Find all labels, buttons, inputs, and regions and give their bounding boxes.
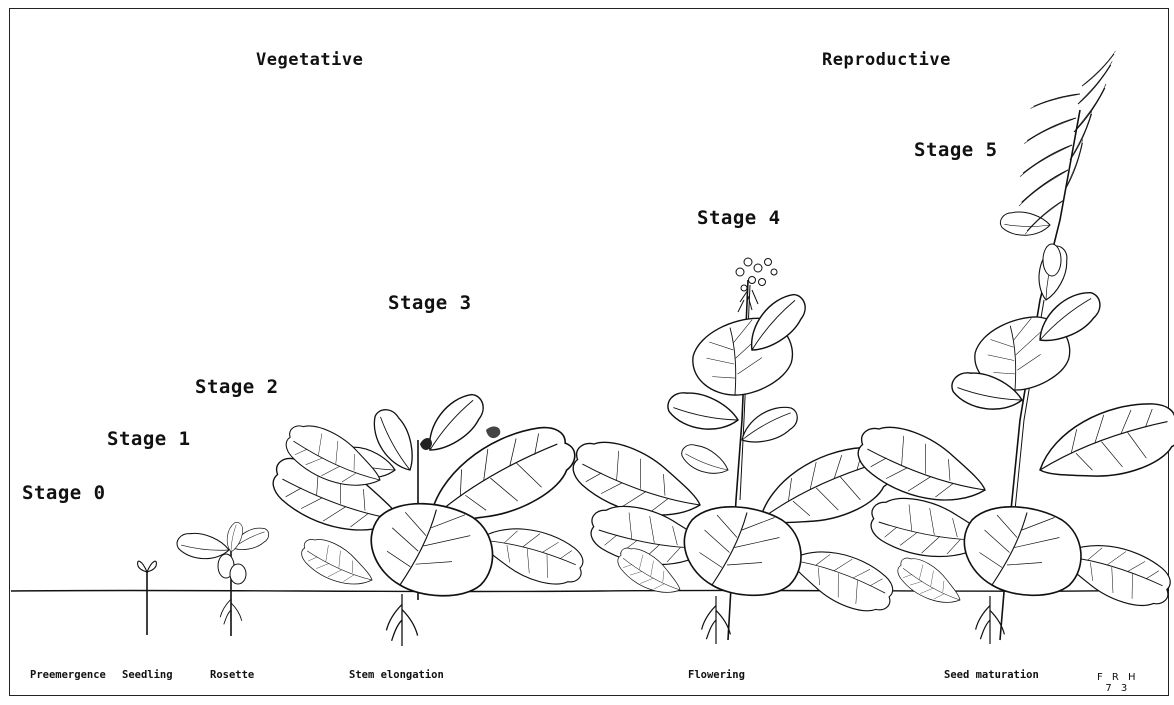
ground-line [11, 590, 1169, 592]
phase-label-vegetative: Vegetative [256, 50, 363, 70]
caption-preemergence: Preemergence [30, 669, 106, 681]
flower-cluster [736, 258, 777, 312]
seed-maturation-plant [848, 51, 1174, 644]
stage-label-5: Stage 5 [914, 139, 998, 161]
stage-label-3: Stage 3 [388, 292, 472, 314]
seed-pods [1019, 51, 1116, 237]
artist-signature: F R H 7 3 [1097, 672, 1139, 694]
phase-label-reproductive: Reproductive [822, 50, 951, 70]
rosette-plant [175, 520, 272, 636]
caption-rosette: Rosette [210, 669, 254, 681]
caption-stem-elongation: Stem elongation [349, 669, 444, 681]
artist-year: 7 3 [1097, 683, 1139, 694]
flowering-plant [563, 258, 901, 644]
stage-label-2: Stage 2 [195, 376, 279, 398]
stage-label-0: Stage 0 [22, 482, 106, 504]
caption-seed-maturation: Seed maturation [944, 669, 1039, 681]
stage-label-1: Stage 1 [107, 428, 191, 450]
seedling-plant [138, 561, 157, 635]
caption-seedling: Seedling [122, 669, 173, 681]
artist-initials: F R H [1097, 672, 1139, 683]
caption-flowering: Flowering [688, 669, 745, 681]
stem-elongation-plant [263, 387, 590, 646]
stage-label-4: Stage 4 [697, 207, 781, 229]
